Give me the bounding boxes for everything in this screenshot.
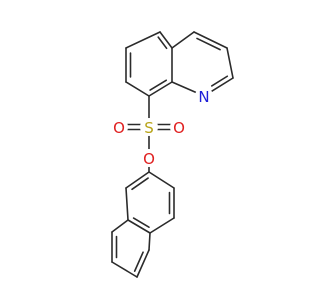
bond-c1-N-inner	[210, 75, 229, 87]
atom-oxygen-ester: O	[140, 149, 158, 168]
bonds-layer	[111, 31, 234, 278]
bond-q4-q5	[148, 81, 173, 97]
bond-n2-n3	[125, 187, 129, 221]
atom-label-o-left: O	[113, 119, 125, 137]
atom-label-o-right: O	[173, 119, 185, 137]
atom-label-n: N	[198, 88, 209, 106]
atom-sulfur: S	[140, 118, 158, 137]
bond-n9-n10	[136, 249, 150, 278]
bond-c3-c2-inner	[196, 37, 221, 51]
bond-q6-q1	[159, 31, 173, 49]
chemical-structure-diagram: N S O O O	[110, 31, 234, 278]
atom-oxygen-right: O	[170, 118, 188, 137]
bond-q6-c3	[171, 31, 195, 49]
bond-q1-q2	[125, 31, 161, 49]
atom-labels-layer: N S O O O	[110, 87, 213, 168]
bond-c2-c1	[226, 47, 234, 79]
bond-n1-n2-inner	[131, 177, 149, 191]
atom-nitrogen: N	[195, 87, 213, 106]
bond-n4-n5	[149, 217, 175, 234]
bond-q4-q5-inner	[149, 79, 168, 91]
bond-n8-n9	[111, 261, 138, 278]
bond-n6-n1	[148, 171, 175, 189]
bond-q3-q4	[125, 81, 150, 97]
bond-n3-n4-inner	[132, 217, 150, 228]
bond-n3-n4	[127, 219, 151, 234]
bond-n3-n7	[111, 219, 129, 233]
bond-n10-n4	[148, 232, 151, 251]
bond-q6-q1-inner	[157, 36, 168, 50]
bond-N-q5	[171, 81, 198, 94]
bond-n9-n10-inner	[133, 251, 144, 272]
atom-label-s: S	[144, 119, 154, 137]
bond-c3-c2	[193, 31, 228, 49]
atom-oxygen-left: O	[110, 118, 128, 137]
atom-label-o-ester: O	[143, 150, 155, 168]
bond-n1-n2	[125, 171, 150, 189]
bond-c1-N	[209, 77, 234, 93]
